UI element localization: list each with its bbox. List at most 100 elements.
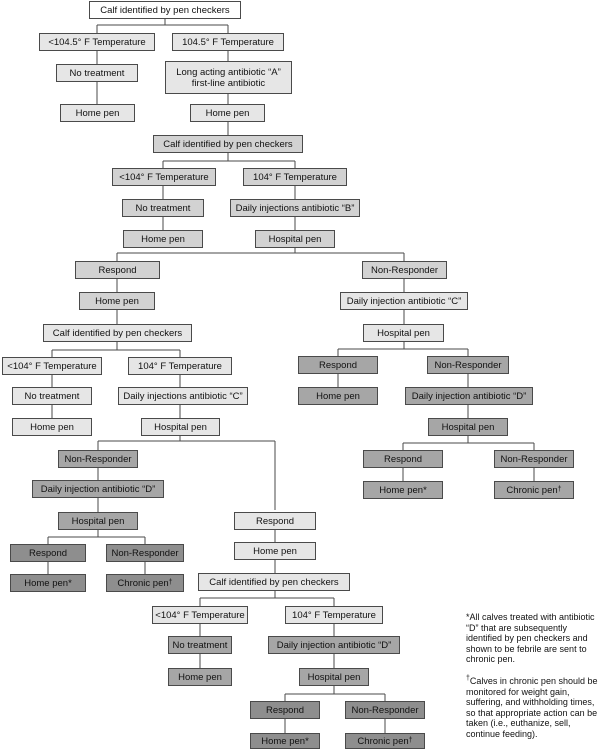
chronic-pen-box: Chronic pen† <box>345 733 425 749</box>
node-label: Home pen <box>316 390 360 402</box>
node-label: 104.5° F Temperature <box>182 36 274 48</box>
node-label: Calf identified by pen checkers <box>100 4 230 16</box>
footnote-text: Calves in chronic pen should be monitore… <box>466 676 598 739</box>
node-label: Hospital pen <box>441 421 495 433</box>
non-responder-box: Non-Responder <box>345 701 425 719</box>
connector <box>162 153 296 168</box>
calf-identified-box: Calf identified by pen checkers <box>198 573 350 591</box>
node-label: Daily injections antibiotic “B” <box>235 202 355 214</box>
antibiotic-b-box: Daily injections antibiotic “B” <box>230 199 360 217</box>
node-label: Long acting antibiotic “A” <box>176 66 281 78</box>
temperature-above-box: 104° F Temperature <box>285 606 383 624</box>
node-label: No treatment <box>135 202 191 214</box>
node-label: No treatment <box>172 639 228 651</box>
connector <box>402 436 535 450</box>
respond-box: Respond <box>250 701 320 719</box>
node-label: Home pen <box>178 671 222 683</box>
node-label: Non-Responder <box>111 547 179 559</box>
home-pen-box: Home pen <box>168 668 232 686</box>
footnote-text: *All calves treated with antibiotic “D” … <box>466 612 595 664</box>
hospital-pen-box: Hospital pen <box>141 418 220 436</box>
antibiotic-d-box: Daily injection antibiotic “D” <box>32 480 164 498</box>
node-label: Home pen* <box>24 577 72 589</box>
node-label: Respond <box>265 704 305 716</box>
node-label: Calf identified by pen checkers <box>52 327 183 339</box>
node-label: Non-Responder <box>351 704 419 716</box>
temperature-below-box: <104° F Temperature <box>152 606 248 624</box>
home-pen-box: Home pen* <box>363 481 443 499</box>
home-pen-box: Home pen <box>79 292 155 310</box>
no-treatment-box: No treatment <box>56 64 138 82</box>
non-responder-box: Non-Responder <box>494 450 574 468</box>
node-label: <104° F Temperature <box>119 171 209 183</box>
antibiotic-c-box: Daily injections antibiotic “C” <box>118 387 248 405</box>
connector <box>284 686 386 701</box>
node-label: Daily injection antibiotic “C” <box>346 295 462 307</box>
node-label: 104° F Temperature <box>253 171 337 183</box>
hospital-pen-box: Hospital pen <box>428 418 508 436</box>
node-label: Home pen <box>141 233 185 245</box>
home-pen-box: Home pen* <box>250 733 320 749</box>
node-label: <104.5° F Temperature <box>48 36 146 48</box>
connector <box>51 342 181 357</box>
node-label: Hospital pen <box>154 421 207 433</box>
chronic-pen-box: Chronic pen† <box>106 574 184 592</box>
node-label: Chronic pen <box>117 577 169 589</box>
temperature-below-box: <104° F Temperature <box>2 357 102 375</box>
node-label: first-line antibiotic <box>191 77 266 89</box>
dagger-mark: † <box>466 675 470 682</box>
temperature-above-box: 104° F Temperature <box>128 357 232 375</box>
hospital-pen-box: Hospital pen <box>58 512 138 530</box>
node-label: Daily injection antibiotic “D” <box>411 390 527 402</box>
connector <box>199 591 335 606</box>
temperature-below-box: <104° F Temperature <box>112 168 216 186</box>
node-label: Home pen <box>30 421 74 433</box>
chronic-pen-box: Chronic pen† <box>494 481 574 499</box>
node-label: 104° F Temperature <box>138 360 222 372</box>
no-treatment-box: No treatment <box>122 199 204 217</box>
node-label: Calf identified by pen checkers <box>209 576 339 588</box>
node-label: Hospital pen <box>307 671 361 683</box>
antibiotic-d-box: Daily injection antibiotic “D” <box>268 636 400 654</box>
node-label: Daily injection antibiotic “D” <box>40 483 156 495</box>
node-label: Home pen <box>205 107 250 119</box>
home-pen-box: Home pen <box>12 418 92 436</box>
node-label: No treatment <box>69 67 125 79</box>
calf-identified-box: Calf identified by pen checkers <box>43 324 192 342</box>
respond-box: Respond <box>363 450 443 468</box>
node-label: Home pen* <box>261 735 309 747</box>
node-label: Non-Responder <box>64 453 132 465</box>
respond-box: Respond <box>10 544 86 562</box>
hospital-pen-box: Hospital pen <box>363 324 444 342</box>
antibiotic-d-box: Daily injection antibiotic “D” <box>405 387 533 405</box>
respond-box: Respond <box>298 356 378 374</box>
node-label: Hospital pen <box>268 233 322 245</box>
node-label: Respond <box>318 359 358 371</box>
antibiotic-a-box: Long acting antibiotic “A” first-line an… <box>165 61 292 94</box>
connector <box>116 248 405 261</box>
node-label: Home pen <box>75 107 120 119</box>
node-label: Non-Responder <box>500 453 568 465</box>
node-label: Calf identified by pen checkers <box>163 138 293 150</box>
footnote-antibiotic-d: *All calves treated with antibiotic “D” … <box>466 612 602 665</box>
hospital-pen-box: Hospital pen <box>299 668 369 686</box>
home-pen-box: Home pen <box>298 387 378 405</box>
node-label: Non-Responder <box>434 359 502 371</box>
respond-box: Respond <box>234 512 316 530</box>
connector <box>96 19 229 33</box>
calf-identified-box: Calf identified by pen checkers <box>89 1 241 19</box>
home-pen-box: Home pen <box>234 542 316 560</box>
connector <box>97 436 276 510</box>
footnote-chronic-pen: †Calves in chronic pen should be monitor… <box>466 675 602 739</box>
antibiotic-c-box: Daily injection antibiotic “C” <box>340 292 468 310</box>
temperature-above-box: 104° F Temperature <box>243 168 347 186</box>
connector <box>47 530 146 544</box>
node-label: Home pen <box>253 545 297 557</box>
node-label: Daily injections antibiotic “C” <box>123 390 243 402</box>
non-responder-box: Non-Responder <box>427 356 509 374</box>
non-responder-box: Non-Responder <box>106 544 184 562</box>
node-label: Respond <box>28 547 68 559</box>
node-label: Chronic pen <box>357 735 409 747</box>
